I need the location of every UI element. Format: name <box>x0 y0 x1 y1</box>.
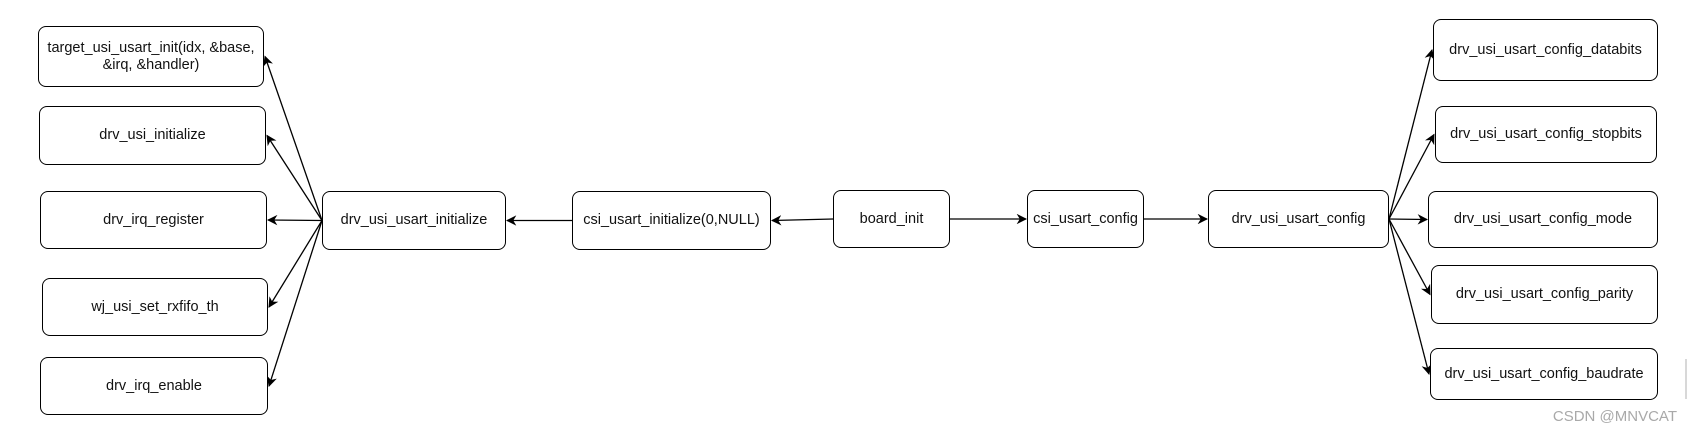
node-drv-usi-initialize: drv_usi_initialize <box>39 106 266 165</box>
node-label: drv_irq_enable <box>106 377 202 394</box>
node-target-usi-usart-init: target_usi_usart_init(idx, &base, &irq, … <box>38 26 264 87</box>
node-label: drv_usi_usart_config_baudrate <box>1444 365 1644 382</box>
scroll-edge-mark <box>1685 359 1691 399</box>
node-drv-irq-register: drv_irq_register <box>40 191 267 249</box>
node-label: csi_usart_initialize(0,NULL) <box>583 212 760 228</box>
node-board-init: board_init <box>833 190 950 248</box>
node-label: drv_usi_usart_config_parity <box>1455 286 1634 302</box>
node-config-mode: drv_usi_usart_config_mode <box>1428 191 1658 248</box>
node-config-stopbits: drv_usi_usart_config_stopbits <box>1435 106 1657 163</box>
node-config-parity: drv_usi_usart_config_parity <box>1431 265 1658 324</box>
node-label: board_init <box>859 210 924 227</box>
node-drv-usi-usart-config: drv_usi_usart_config <box>1208 190 1389 248</box>
node-drv-irq-enable: drv_irq_enable <box>40 357 268 415</box>
watermark: CSDN @MNVCAT <box>1552 408 1677 425</box>
edge-drv_usart_config-to-cfg_stopbits <box>1388 133 1435 220</box>
edge-drv_usart_init-to-drv_irq_en <box>266 220 323 387</box>
node-label: target_usi_usart_init(idx, &base, &irq, … <box>47 39 255 73</box>
edge-drv_usart_init-to-drv_irq_reg <box>266 214 323 226</box>
edge-drv_usart_config-to-cfg_parity <box>1388 218 1431 296</box>
node-config-baudrate: drv_usi_usart_config_baudrate <box>1430 348 1658 400</box>
node-config-databits: drv_usi_usart_config_databits <box>1433 19 1658 81</box>
node-label: drv_usi_usart_config_databits <box>1449 41 1642 58</box>
edge-drv_usart_init-to-wj_rxfifo <box>268 220 323 308</box>
node-drv-usi-usart-initialize: drv_usi_usart_initialize <box>322 191 506 250</box>
node-label: drv_usi_usart_config_mode <box>1453 211 1633 227</box>
edge-board_init-to-csi_usart_init <box>770 215 834 226</box>
node-wj-usi-set-rxfifo-th: wj_usi_set_rxfifo_th <box>42 278 268 336</box>
node-label: csi_usart_config <box>1033 210 1138 227</box>
node-csi-usart-config: csi_usart_config <box>1027 190 1144 248</box>
node-label: drv_irq_register <box>103 211 204 228</box>
edge-drv_usart_config-to-cfg_databits <box>1388 48 1435 220</box>
node-label: wj_usi_set_rxfifo_th <box>91 298 219 315</box>
edge-drv_usart_config-to-cfg_mode <box>1388 214 1429 225</box>
node-label: drv_usi_usart_initialize <box>340 212 488 228</box>
edge-drv_usart_config-to-cfg_baudrate <box>1388 218 1432 376</box>
edge-drv_usart_init-to-target_init <box>263 55 323 221</box>
node-label: drv_usi_usart_config_stopbits <box>1450 126 1642 142</box>
edge-drv_usart_init-to-drv_usi_init <box>266 134 323 221</box>
node-csi-usart-initialize: csi_usart_initialize(0,NULL) <box>572 191 771 250</box>
node-label: drv_usi_usart_config <box>1231 210 1366 227</box>
node-label: drv_usi_initialize <box>99 127 206 143</box>
